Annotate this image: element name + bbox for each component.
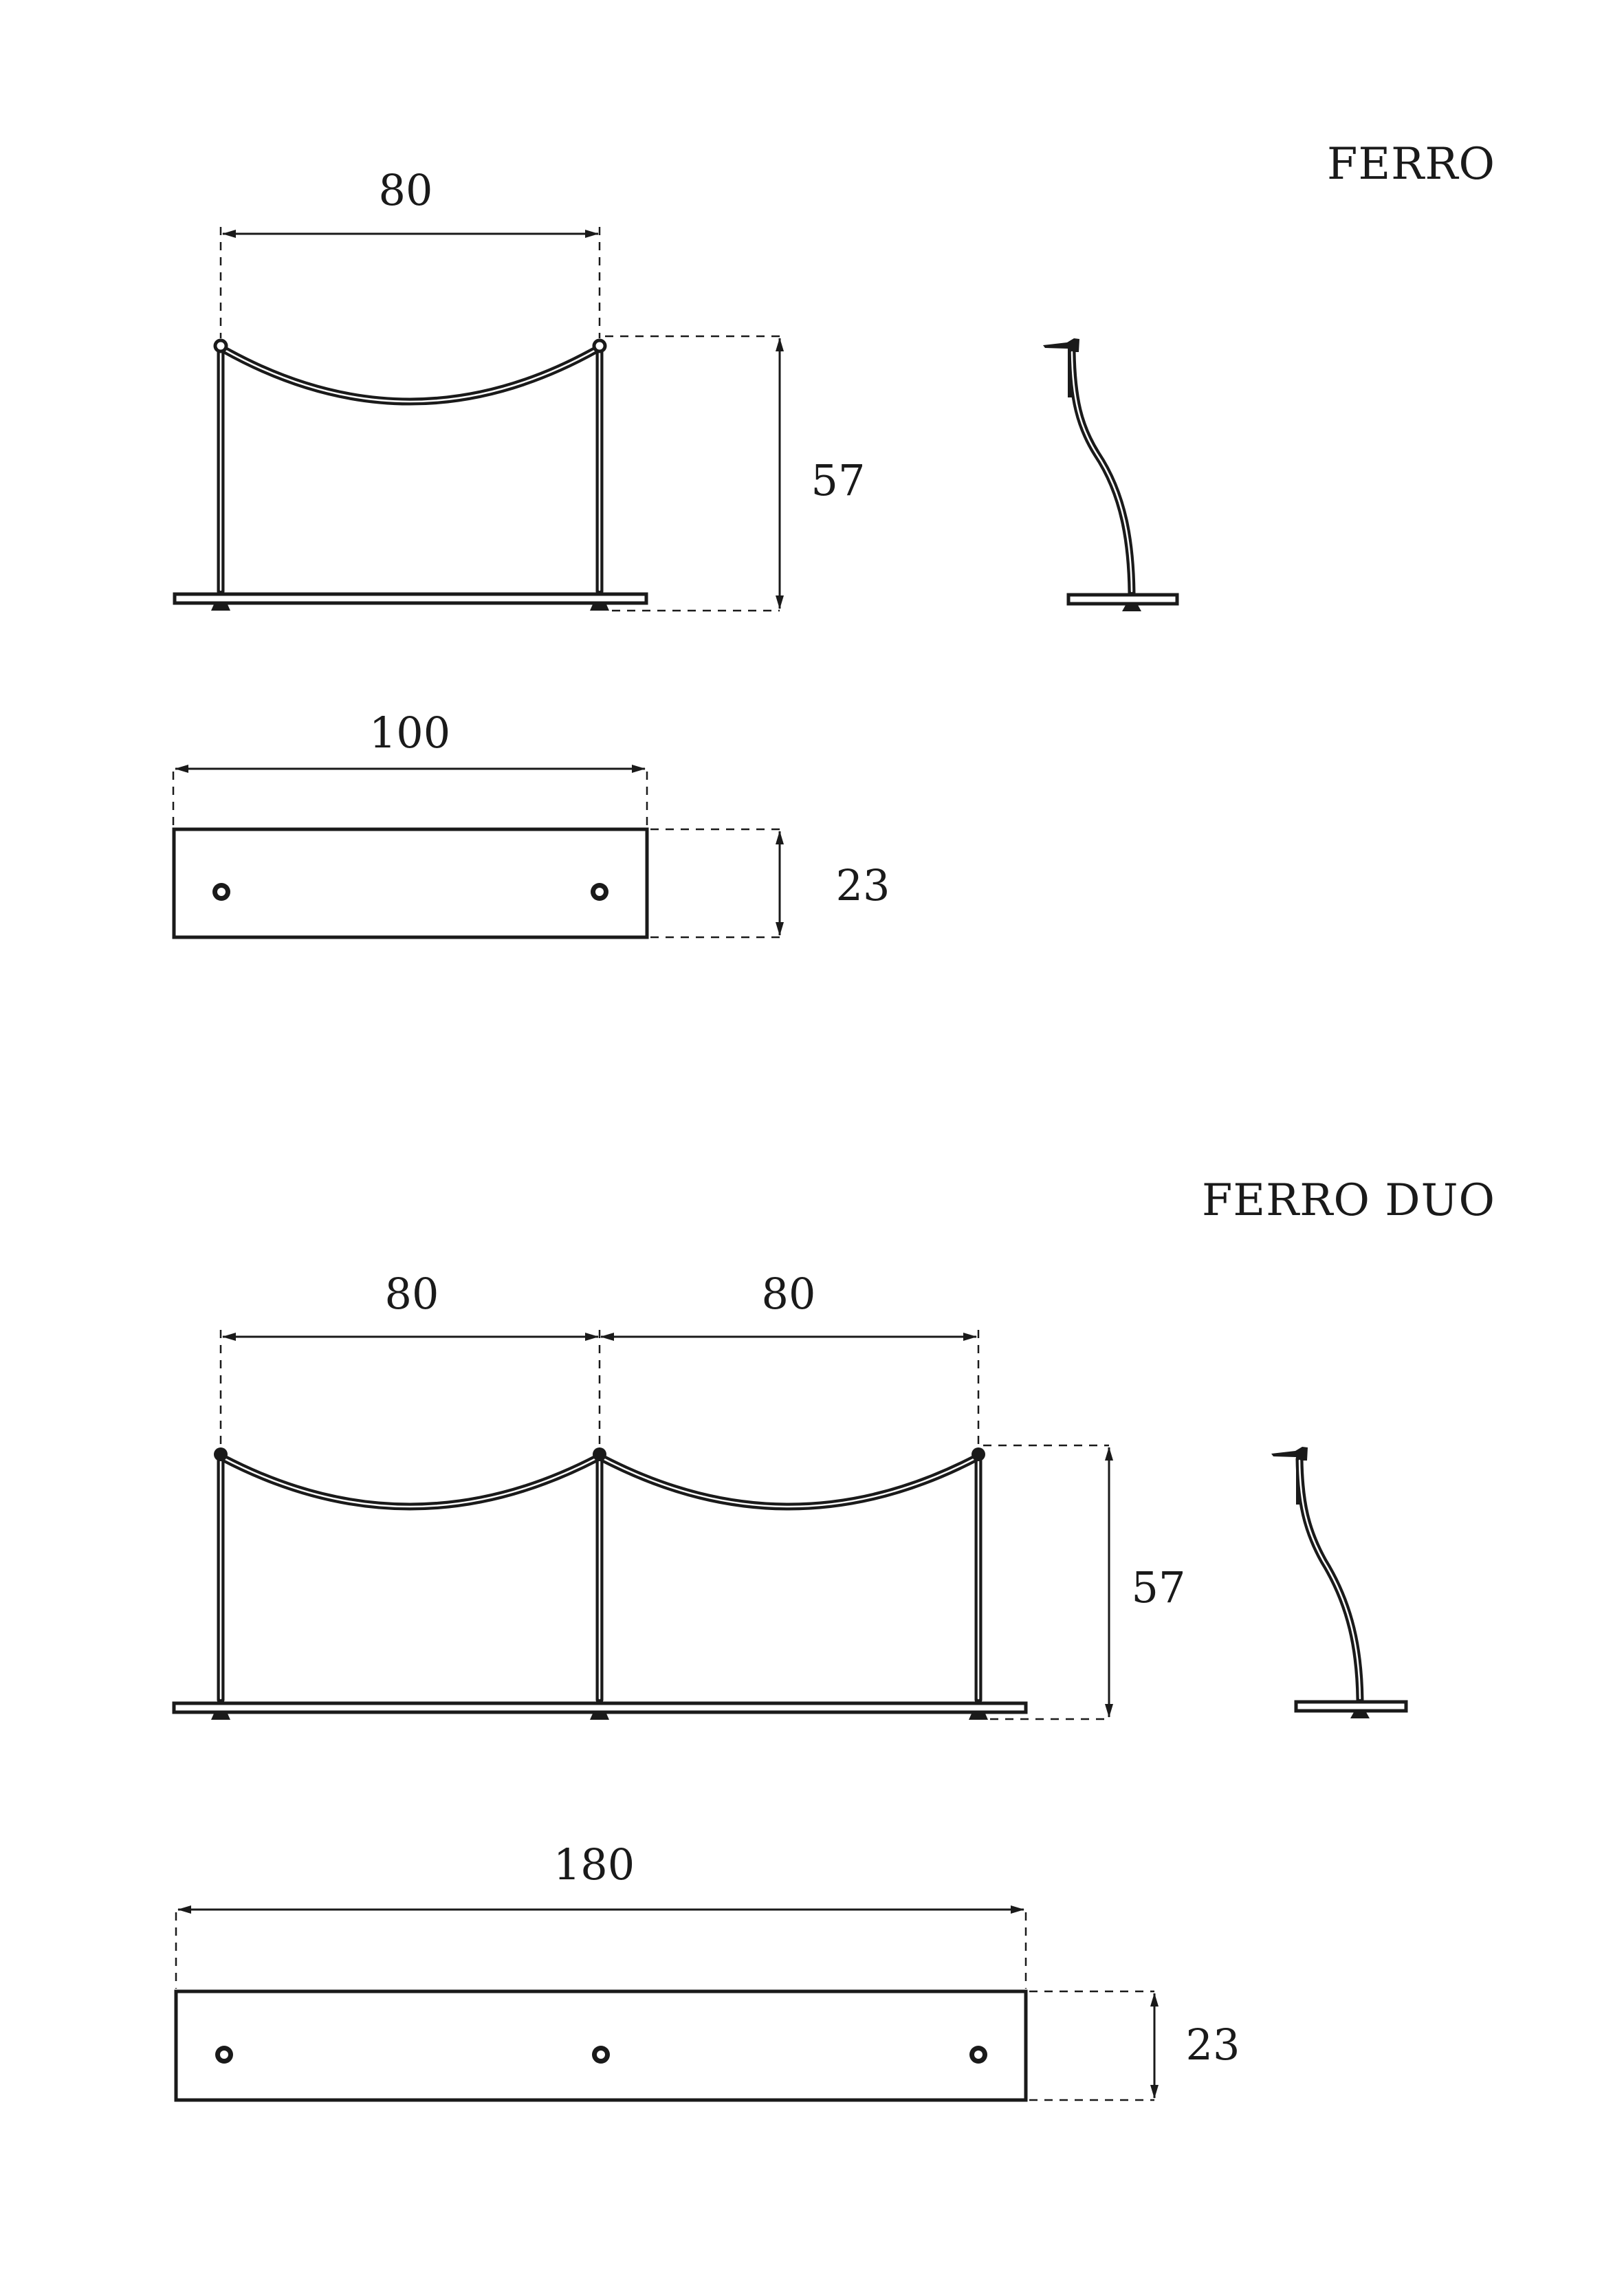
ferro-plate (172, 827, 649, 939)
foot-icon (969, 1714, 988, 1720)
foot-icon (1350, 1712, 1370, 1718)
knob-icon (214, 1447, 228, 1461)
foot-icon (1122, 605, 1141, 611)
sling-highlight (221, 1456, 599, 1508)
knob-icon (213, 338, 228, 353)
ferro-side-view (1043, 338, 1179, 611)
base-bar (172, 1701, 1028, 1714)
knob-icon (972, 1447, 985, 1461)
ferro-width-80-label: 80 (379, 165, 433, 215)
ferro-duo-front-view: 80 80 57 (172, 1269, 1186, 1720)
base-bar (173, 592, 648, 605)
ferro-width-100-label: 100 (369, 708, 450, 758)
side-profile-post (1295, 1455, 1364, 1704)
hole-icon (969, 2046, 987, 2064)
duo-width-80-left-label: 80 (385, 1269, 439, 1319)
foot-icon (211, 1714, 230, 1720)
sling-highlight (600, 1456, 978, 1508)
hole-icon (212, 883, 230, 901)
side-highlight (1298, 1459, 1361, 1700)
duo-depth-23-label: 23 (1186, 2020, 1240, 2070)
side-highlight (1071, 351, 1133, 593)
ferro-title: FERRO (1327, 139, 1495, 190)
ferro-duo-title: FERRO DUO (1202, 1175, 1495, 1226)
ferro-depth-23-label: 23 (836, 860, 890, 910)
hole-icon (591, 883, 608, 901)
ferro-front-view: 80 57 (173, 165, 866, 612)
side-profile-post (1068, 347, 1136, 597)
foot-icon (211, 604, 230, 611)
ferro-top-view: 100 23 (172, 708, 890, 939)
ferro-duo-top-view: 180 23 (174, 1839, 1240, 2102)
side-base-bar (1066, 593, 1179, 606)
ferro-height-57-label: 57 (811, 455, 866, 505)
ferro-duo-side-view (1271, 1447, 1408, 1718)
duo-width-180-label: 180 (553, 1839, 635, 1890)
duo-height-57-label: 57 (1132, 1562, 1186, 1612)
knob-icon (592, 338, 607, 353)
side-base-bar (1294, 1700, 1408, 1713)
duo-width-80-right-label: 80 (762, 1269, 816, 1319)
hole-icon (215, 2046, 233, 2064)
foot-icon (590, 604, 609, 611)
sling-highlight (222, 348, 598, 403)
foot-icon (590, 1714, 609, 1720)
knob-icon (593, 1447, 606, 1461)
hole-icon (592, 2046, 610, 2064)
